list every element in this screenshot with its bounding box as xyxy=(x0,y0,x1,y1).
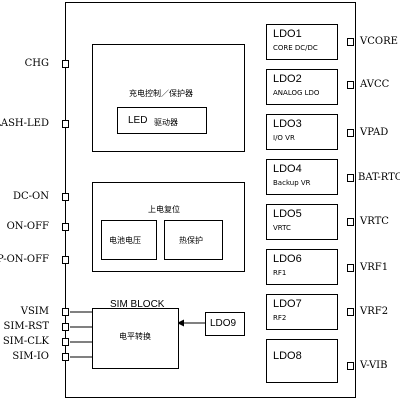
pin-label-vpad: VPAD xyxy=(360,127,389,138)
pin-v-vib xyxy=(347,362,354,370)
ldo2-sub: ANALOG LDO xyxy=(273,89,320,97)
ldo3-name: LDO3 xyxy=(273,118,302,130)
ldo7-sub: RF2 xyxy=(273,314,287,322)
ldo9-box: LDO9 xyxy=(205,312,245,336)
pin-vcore xyxy=(347,38,354,46)
ldo4-name: LDO4 xyxy=(273,163,302,175)
led-driver-box: LED 驱动器 xyxy=(117,107,207,134)
charge-control-title: 充电控制／保护器 xyxy=(129,89,193,98)
pin-label-bat-rtc: BAT-RTC xyxy=(358,172,400,183)
pin-label-v-vib: V-VIB xyxy=(360,360,388,371)
ldo7-box: LDO7 RF2 xyxy=(266,294,338,330)
pin-dc-on xyxy=(62,193,69,201)
led-label: LED xyxy=(128,115,148,126)
pin-label-dc-on: DC-ON xyxy=(13,191,49,202)
pin-label-vrf1: VRF1 xyxy=(360,262,389,273)
pin-sim-rst xyxy=(62,323,69,331)
ldo8-name: LDO8 xyxy=(273,350,302,362)
ldo1-box: LDO1 CORE DC/DC xyxy=(266,24,338,60)
pin-vrtc xyxy=(347,218,354,226)
pin-label-vsim: VSIM xyxy=(20,306,49,317)
pin-vrf1 xyxy=(347,264,354,272)
pin-label-sim-clk: SIM-CLK xyxy=(2,336,49,347)
ldo5-name: LDO5 xyxy=(273,208,302,220)
pin-flash-led xyxy=(62,120,69,128)
ldo2-box: LDO2 ANALOG LDO xyxy=(266,69,338,105)
thermal-protect-box: 热保护 xyxy=(164,220,223,260)
pin-label-up-on-off: UP-ON-OFF xyxy=(0,254,49,265)
pin-label-vrf2: VRF2 xyxy=(360,306,389,317)
ldo1-name: LDO1 xyxy=(273,28,302,40)
thermal-protect-label: 热保护 xyxy=(179,236,203,245)
ldo9-label: LDO9 xyxy=(210,318,237,329)
ldo8-box: LDO8 xyxy=(266,339,338,383)
pin-label-chg: CHG xyxy=(24,58,49,69)
ldo4-sub: Backup VR xyxy=(273,179,311,187)
pin-label-flash-led: FLASH-LED xyxy=(0,118,49,129)
battery-voltage-box: 电池电压 xyxy=(101,220,157,260)
sim-block-label: SIM BLOCK xyxy=(110,299,165,310)
ldo3-sub: I/O VR xyxy=(273,134,295,142)
pin-label-vrtc: VRTC xyxy=(360,216,389,227)
pin-sim-io xyxy=(62,353,69,361)
power-on-reset-block: 上电复位 电池电压 热保护 xyxy=(92,182,245,272)
ldo6-sub: RF1 xyxy=(273,269,287,277)
pin-sim-clk xyxy=(62,338,69,346)
ldo6-box: LDO6 RF1 xyxy=(266,249,338,285)
pin-avcc xyxy=(347,81,354,89)
pin-label-sim-rst: SIM-RST xyxy=(3,321,49,332)
battery-voltage-label: 电池电压 xyxy=(109,236,141,245)
pin-vrf2 xyxy=(347,308,354,316)
pin-label-avcc: AVCC xyxy=(360,79,390,90)
power-on-reset-title: 上电复位 xyxy=(148,205,180,214)
ldo6-name: LDO6 xyxy=(273,253,302,265)
ldo5-box: LDO5 VRTC xyxy=(266,204,338,240)
pin-vsim xyxy=(62,308,69,316)
pin-label-on-off: ON-OFF xyxy=(6,221,49,232)
pin-label-vcore: VCORE xyxy=(360,36,398,47)
ldo7-name: LDO7 xyxy=(273,298,302,310)
ldo4-box: LDO4 Backup VR xyxy=(266,159,338,195)
pin-bat-rtc xyxy=(347,174,354,182)
ldo2-name: LDO2 xyxy=(273,73,302,85)
ldo3-box: LDO3 I/O VR xyxy=(266,114,338,150)
ldo5-sub: VRTC xyxy=(273,224,291,232)
pin-vpad xyxy=(347,129,354,137)
sim-level-shift-block: 电平转换 xyxy=(92,308,179,369)
led-driver-label: 驱动器 xyxy=(154,118,178,127)
pin-on-off xyxy=(62,223,69,231)
pin-up-on-off xyxy=(62,256,69,264)
charge-control-block: 充电控制／保护器 LED 驱动器 xyxy=(92,44,245,152)
ldo1-sub: CORE DC/DC xyxy=(273,44,318,52)
level-shift-label: 电平转换 xyxy=(119,332,151,341)
pin-chg xyxy=(62,60,69,68)
pin-label-sim-io: SIM-IO xyxy=(12,351,49,362)
